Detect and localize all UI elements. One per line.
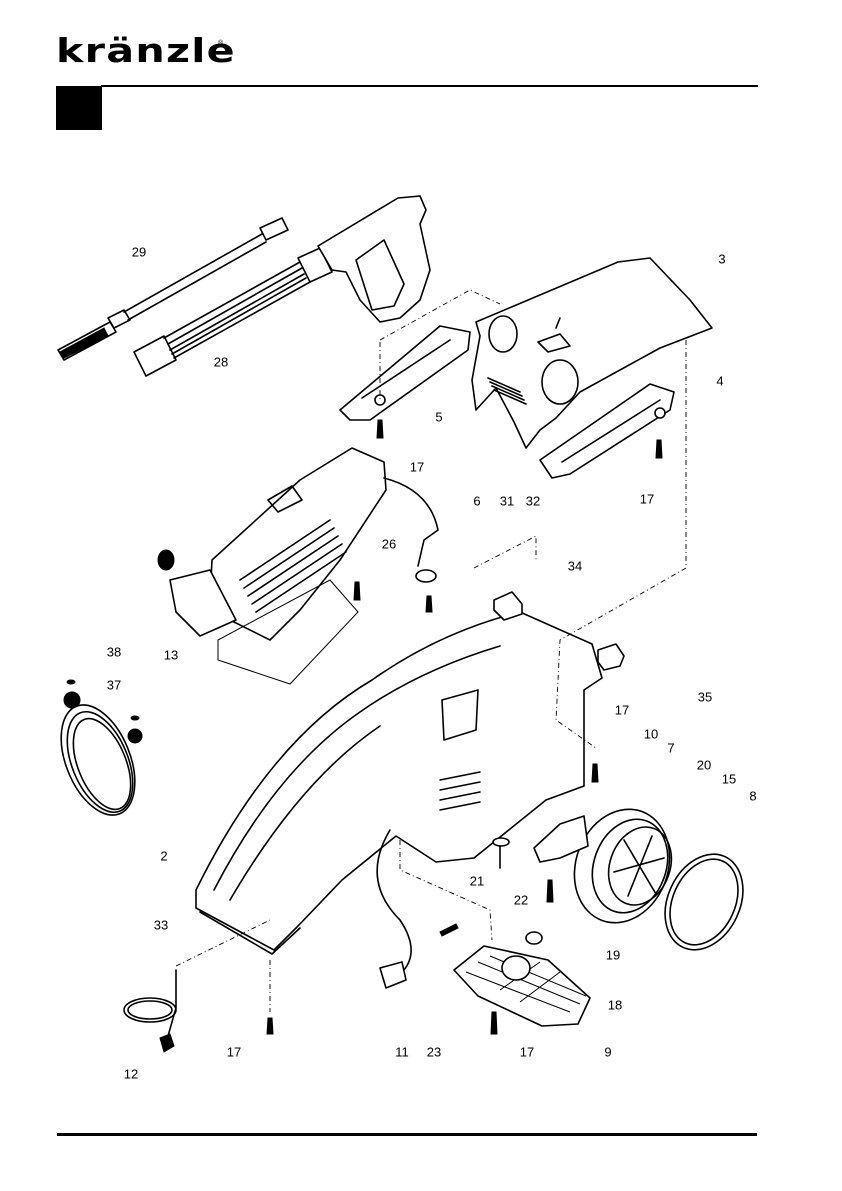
footer-rule — [57, 1133, 757, 1136]
callout-13: 13 — [163, 647, 179, 663]
callout-18: 18 — [607, 997, 623, 1013]
callout-17: 17 — [639, 491, 655, 507]
kranzle-logo: kränzle — [56, 31, 236, 70]
high-pressure-hose-drawing — [60, 679, 143, 816]
callout-32: 32 — [525, 493, 541, 509]
callout-21: 21 — [469, 873, 485, 889]
callout-17: 17 — [409, 459, 425, 475]
left-handle-drawing — [339, 325, 471, 439]
power-cord-drawing — [376, 829, 412, 971]
callout-29: 29 — [131, 244, 147, 260]
callout-17: 17 — [226, 1044, 242, 1060]
callout-12: 12 — [123, 1066, 139, 1082]
callout-38: 38 — [106, 644, 122, 660]
section-marker-block — [56, 86, 102, 130]
callout-3: 3 — [718, 251, 726, 267]
callout-7: 7 — [667, 740, 675, 756]
callout-5: 5 — [435, 409, 443, 425]
header-rule — [101, 85, 758, 87]
housing-drawing — [195, 591, 625, 955]
wheel-drawing — [573, 808, 744, 951]
callout-8: 8 — [749, 788, 757, 804]
right-handle-drawing — [539, 383, 675, 479]
foot-drawing — [453, 931, 591, 1035]
callout-17: 17 — [614, 702, 630, 718]
motor-pump-drawing — [157, 447, 387, 685]
trigger-gun-drawing — [133, 195, 431, 377]
callout-26: 26 — [381, 536, 397, 552]
callout-35: 35 — [697, 689, 713, 705]
callout-31: 31 — [499, 493, 515, 509]
callout-28: 28 — [213, 354, 229, 370]
registered-mark: ® — [218, 40, 224, 47]
callout-10: 10 — [643, 726, 659, 742]
callout-33: 33 — [153, 917, 169, 933]
callout-4: 4 — [716, 373, 724, 389]
hose-26-drawing — [383, 477, 439, 567]
callout-2: 2 — [160, 848, 168, 864]
callout-34: 34 — [567, 558, 583, 574]
callout-11: 11 — [395, 1044, 409, 1060]
lance-drawing — [57, 217, 289, 361]
callout-37: 37 — [106, 677, 122, 693]
callout-20: 20 — [696, 757, 712, 773]
wheel-bracket-drawing — [533, 815, 589, 863]
callout-15: 15 — [721, 771, 737, 787]
top-cover-drawing — [471, 257, 713, 449]
callout-9: 9 — [604, 1044, 612, 1060]
callout-22: 22 — [513, 892, 529, 908]
callout-23: 23 — [426, 1044, 442, 1060]
callout-19: 19 — [605, 947, 621, 963]
cable-12-drawing — [123, 969, 177, 1053]
callout-17: 17 — [519, 1044, 535, 1060]
callout-6: 6 — [473, 493, 481, 509]
